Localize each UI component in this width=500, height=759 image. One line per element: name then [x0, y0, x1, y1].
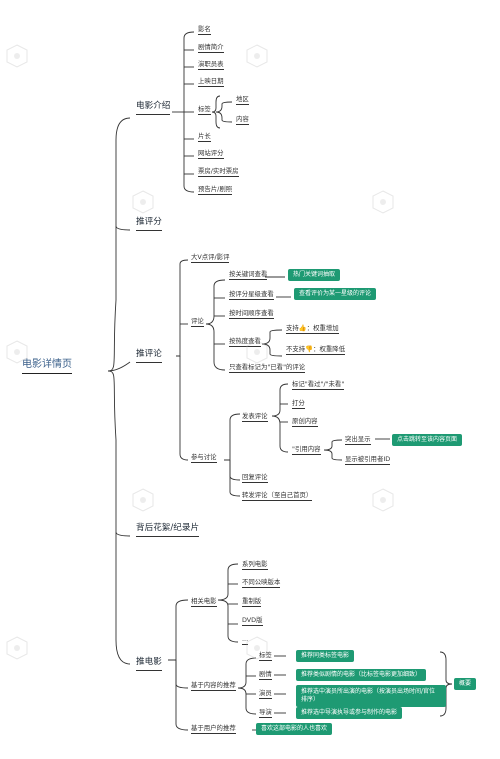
post-score[interactable]: 打分: [292, 400, 305, 410]
watermark-logo-icon: [6, 636, 28, 660]
review-bigv[interactable]: 大V点评/影评: [191, 254, 230, 264]
comment-support[interactable]: 支持👍：权重增加: [286, 325, 339, 335]
comment-by-hot[interactable]: 按热度查看: [229, 338, 261, 348]
branch-movie-intro[interactable]: 电影介绍: [136, 102, 171, 115]
intro-runtime[interactable]: 片长: [198, 133, 211, 143]
comment-seen-only[interactable]: 只查看标记为"已看"的评论: [229, 364, 306, 374]
intro-cast[interactable]: 演职员表: [198, 61, 224, 71]
watermark-logo-icon: [132, 488, 154, 512]
root-node[interactable]: 电影详情页: [22, 360, 72, 374]
intro-box-office[interactable]: 票房/实时票房: [198, 168, 239, 178]
post-quote[interactable]: "引用内容: [292, 446, 321, 456]
discuss-reply[interactable]: 回复评论: [242, 474, 268, 484]
post-original[interactable]: 原创内容: [292, 418, 318, 428]
cb-director[interactable]: 导演: [259, 709, 272, 719]
branch-reviews[interactable]: 推评论: [136, 350, 162, 363]
watermark-logo-icon: [246, 44, 268, 68]
note-cb-director: 推荐选中导演执导或参与制作的电影: [296, 707, 403, 719]
related-remake[interactable]: 重制版: [242, 598, 262, 608]
summary-tag: 概要: [454, 678, 477, 690]
related-versions[interactable]: 不同公映版本: [242, 579, 281, 589]
comment-by-star[interactable]: 按评分星级查看: [229, 291, 274, 301]
intro-tag-region[interactable]: 地区: [236, 96, 249, 106]
intro-release-date[interactable]: 上映日期: [198, 78, 224, 88]
quote-show-id[interactable]: 显示被引用者ID: [345, 456, 391, 466]
intro-tag-content[interactable]: 内容: [236, 116, 249, 126]
rec-user-based[interactable]: 基于用户的推荐: [191, 725, 236, 735]
cb-plot[interactable]: 剧情: [259, 671, 272, 681]
rec-content-based[interactable]: 基于内容的推荐: [191, 682, 236, 692]
branch-rating[interactable]: 推评分: [136, 218, 162, 231]
watermark-logo-icon: [372, 488, 394, 512]
note-cb-tag: 推荐同类标签电影: [296, 650, 355, 662]
intro-title[interactable]: 影名: [198, 26, 211, 36]
branch-behind-scenes[interactable]: 背后花絮/纪录片: [136, 524, 200, 537]
review-comments[interactable]: 评论: [191, 318, 204, 328]
cb-actor[interactable]: 演员: [259, 690, 272, 700]
post-mark-seen[interactable]: 标记"看过"/"未看": [292, 381, 345, 391]
intro-trailer-stills[interactable]: 预告片/剧照: [198, 186, 233, 196]
intro-synopsis[interactable]: 剧情简介: [198, 44, 224, 54]
related-dvd[interactable]: DVD版: [242, 617, 263, 627]
note-hot-keywords: 热门关键词抽取: [288, 269, 341, 281]
intro-tags[interactable]: 标签: [198, 106, 211, 116]
discuss-forward[interactable]: 转发评论（至自己首页）: [242, 492, 313, 502]
note-star-filter: 查看评价为某一星级的评论: [294, 288, 377, 300]
related-series[interactable]: 系列电影: [242, 561, 268, 571]
watermark-logo-icon: [246, 340, 268, 364]
review-participate[interactable]: 参与讨论: [191, 454, 217, 464]
note-cb-actor: 推荐选中演员所出演的电影（按演员出场时间/官位排序）: [296, 685, 446, 708]
discuss-post[interactable]: 发表评论: [242, 413, 268, 423]
note-cb-plot: 推荐类似剧情的电影（比标签电影更加细致）: [296, 669, 427, 681]
branch-recommend[interactable]: 推电影: [136, 658, 162, 671]
related-more[interactable]: ...: [242, 636, 249, 646]
comment-by-time[interactable]: 按时间顺序查看: [229, 310, 274, 320]
watermark-logo-icon: [6, 340, 28, 364]
note-jump-page: 点击跳转至该内容页面: [392, 434, 463, 446]
watermark-logo-icon: [6, 44, 28, 68]
cb-tag[interactable]: 标签: [259, 652, 272, 662]
note-user-based: 喜欢这部电影的人也喜欢: [256, 723, 333, 735]
intro-site-score[interactable]: 网站评分: [198, 150, 224, 160]
comment-oppose[interactable]: 不支持👎：权重降低: [286, 346, 346, 356]
comment-by-keyword[interactable]: 按关键词查看: [229, 271, 268, 281]
rec-related[interactable]: 相关电影: [191, 598, 217, 608]
watermark-logo-icon: [246, 636, 268, 660]
quote-highlight[interactable]: 突出显示: [345, 436, 371, 446]
watermark-logo-icon: [372, 190, 394, 214]
watermark-logo-icon: [132, 190, 154, 214]
